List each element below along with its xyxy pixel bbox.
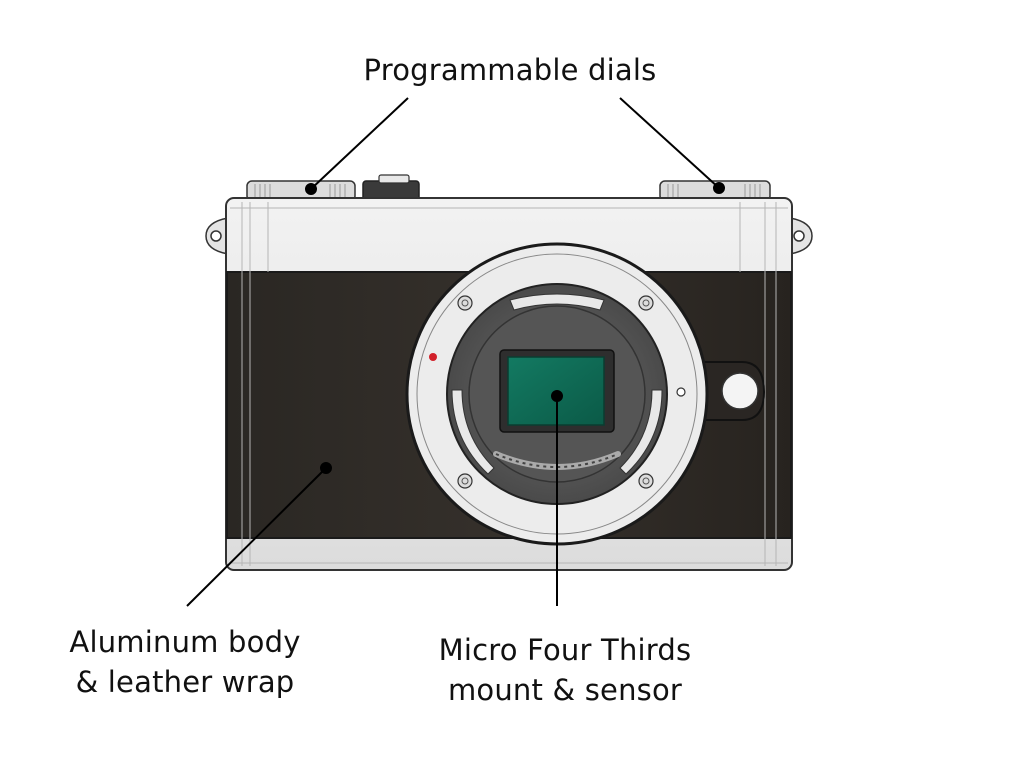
callout-line-1: Aluminum body [69,625,301,659]
callout-line-2: & leather wrap [75,665,295,699]
lens-release-button [699,361,766,421]
mount-index-dot [429,353,437,361]
callout-programmable-dials: Programmable dials [330,50,690,90]
callout-aluminum-body: Aluminum body & leather wrap [40,622,330,702]
leader-lines [186,97,725,607]
callout-line-1: Micro Four Thirds [438,633,692,667]
callout-micro-four-thirds: Micro Four Thirds mount & sensor [400,630,730,710]
left-dial [246,180,356,202]
callout-text: Programmable dials [363,53,657,87]
callout-line-2: mount & sensor [447,673,683,707]
right-strap-lug [789,217,813,255]
left-strap-lug [205,217,229,255]
